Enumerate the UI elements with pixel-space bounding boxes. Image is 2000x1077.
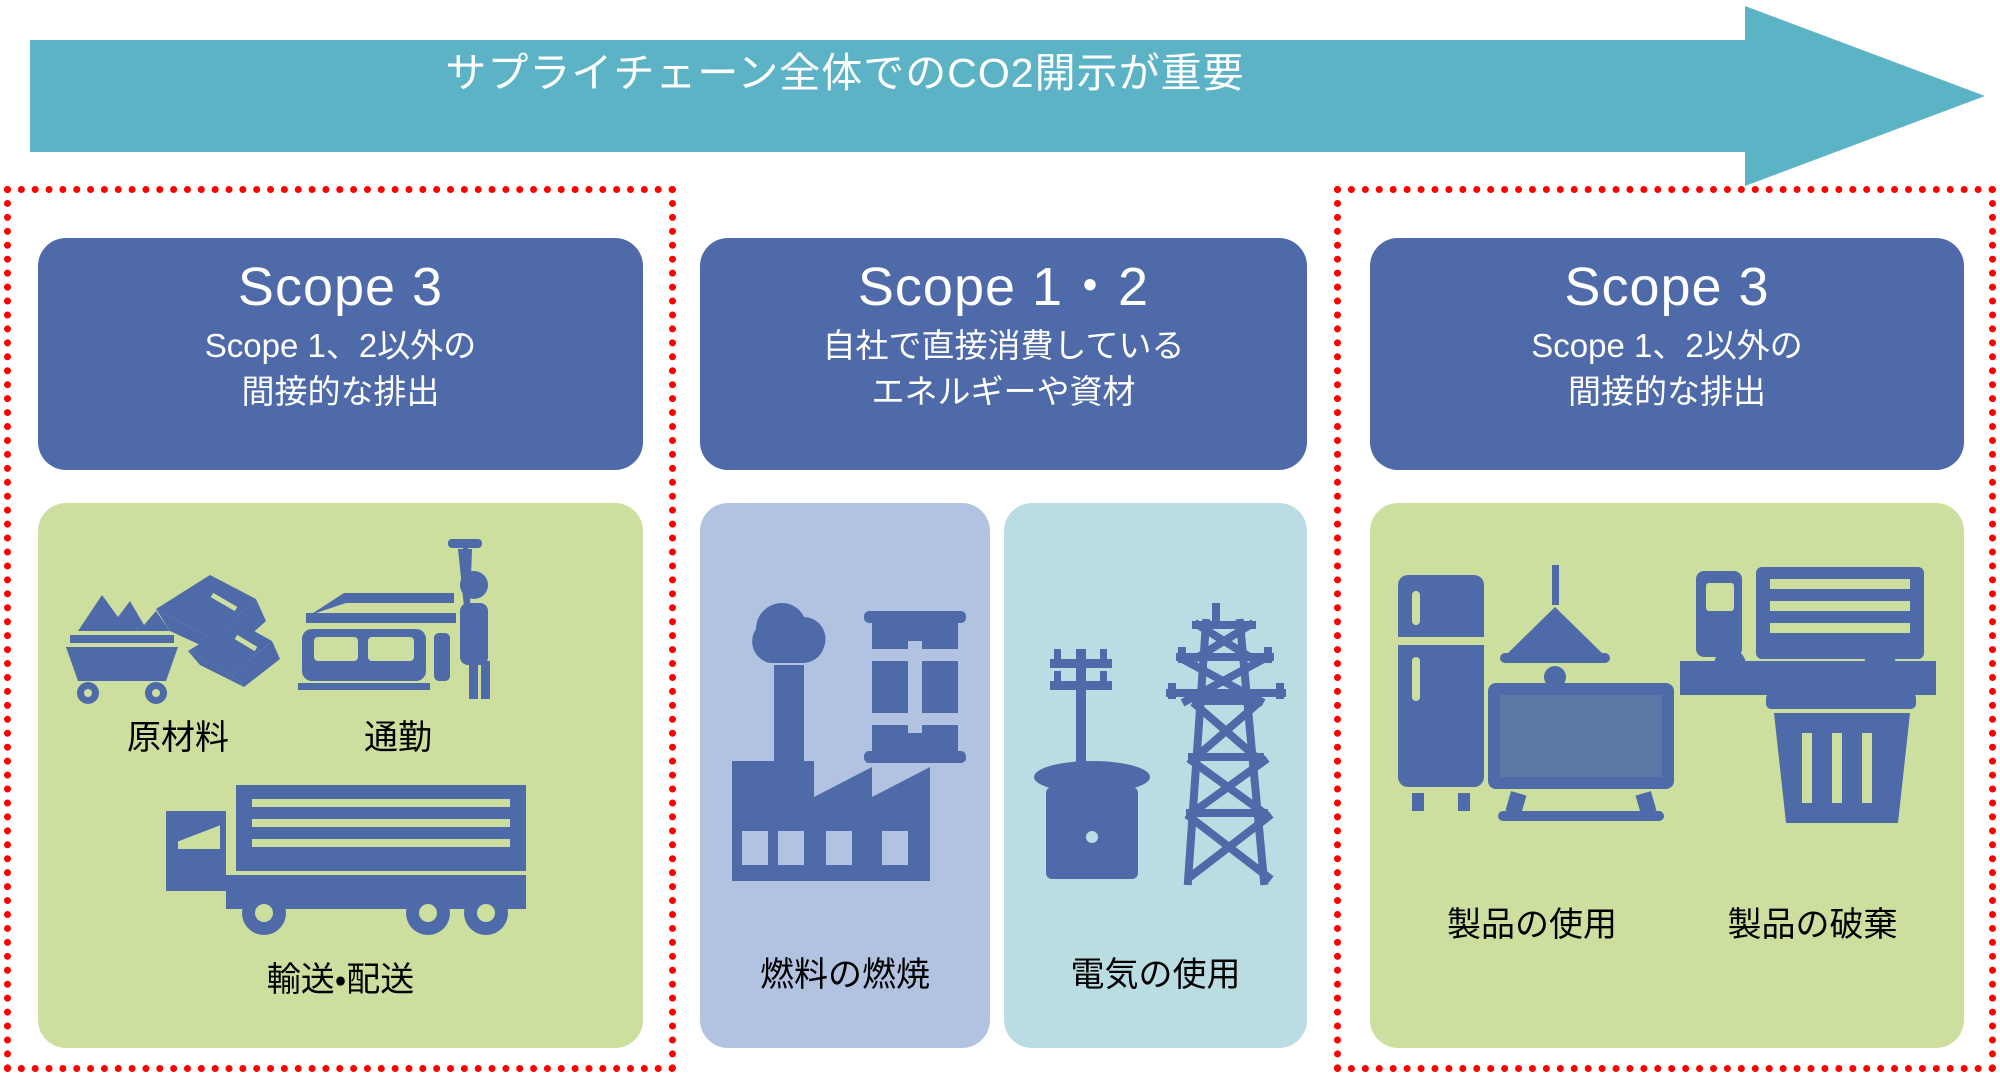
power-transmission-icon	[1020, 581, 1295, 911]
panel-row-own: 燃料の燃焼	[700, 503, 1307, 1048]
card-subtitle-line1: Scope 1、2以外の	[1531, 326, 1803, 364]
panel-fuel-combustion: 燃料の燃焼	[700, 503, 990, 1048]
transport-truck-icon	[156, 771, 536, 941]
card-subtitle-line2: 間接的な排出	[241, 372, 440, 410]
icon-label-electricity-use: 電気の使用	[1070, 956, 1241, 994]
panel-upstream-items: 原材料	[38, 503, 643, 1048]
panel-row-upstream: 原材料	[38, 503, 643, 1048]
appliances-use-icon	[1388, 565, 1678, 825]
card-subtitle-line2: 間接的な排出	[1568, 372, 1766, 410]
card-title: Scope 1・2	[857, 257, 1150, 317]
column-upstream-scope3: Scope 3 Scope 1、2以外の 間接的な排出	[38, 238, 643, 1048]
supply-chain-arrow-banner: サプライチェーン全体でのCO2開示が重要	[30, 6, 1985, 186]
waste-disposal-icon	[1670, 561, 1955, 826]
icon-label-transport: 輸送・配送	[266, 961, 415, 999]
icon-label-product-use: 製品の使用	[1447, 906, 1617, 944]
card-title: Scope 3	[237, 257, 444, 317]
arrow-shape	[30, 6, 1985, 186]
commuting-icon	[288, 533, 503, 708]
card-header-upstream: Scope 3 Scope 1、2以外の 間接的な排出	[38, 238, 643, 470]
card-subtitle-line1: 自社で直接消費している	[822, 326, 1185, 364]
panel-downstream-items: 製品の使用	[1370, 503, 1964, 1048]
column-downstream-scope3: Scope 3 Scope 1、2以外の 間接的な排出	[1370, 238, 1964, 1048]
factory-fuel-icon	[722, 581, 972, 911]
column-own-operations: Scope 1・2 自社で直接消費している エネルギーや資材	[700, 238, 1307, 1048]
raw-materials-icon	[60, 565, 290, 705]
icon-label-fuel-combustion: 燃料の燃焼	[760, 956, 930, 994]
card-header-downstream: Scope 3 Scope 1、2以外の 間接的な排出	[1370, 238, 1964, 470]
icon-label-commuting: 通勤	[364, 719, 432, 757]
panel-row-downstream: 製品の使用	[1370, 503, 1964, 1048]
banner-title: サプライチェーン全体でのCO2開示が重要	[445, 50, 1245, 96]
card-header-own-operations: Scope 1・2 自社で直接消費している エネルギーや資材	[700, 238, 1307, 470]
card-subtitle-line1: Scope 1、2以外の	[204, 326, 477, 364]
card-subtitle-line2: エネルギーや資材	[871, 372, 1136, 410]
icon-label-product-disposal: 製品の破棄	[1727, 906, 1898, 944]
panel-electricity-use: 電気の使用	[1004, 503, 1307, 1048]
card-title: Scope 3	[1564, 257, 1770, 317]
icon-label-raw-materials: 原材料	[127, 719, 229, 757]
